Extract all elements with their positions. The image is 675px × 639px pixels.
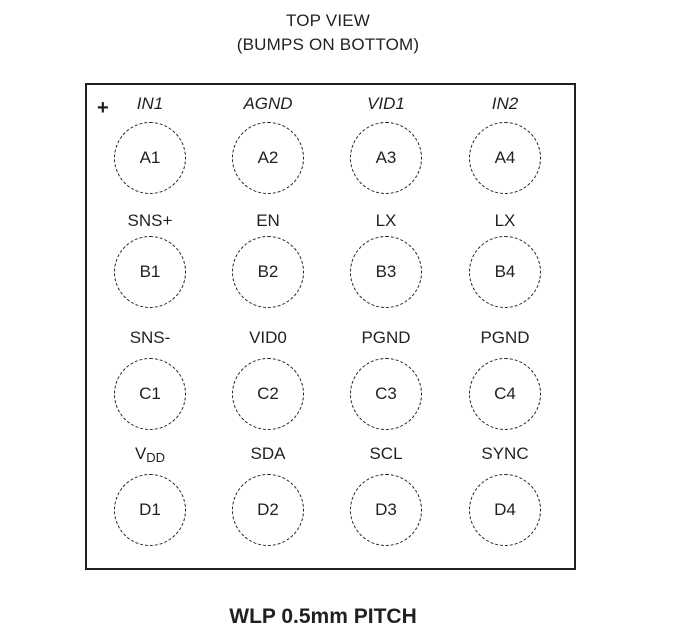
bump-id-label: C2 bbox=[257, 384, 279, 403]
bump-c2: C2 bbox=[232, 358, 304, 430]
pin-name-c2: VID0 bbox=[213, 328, 323, 348]
bump-b4: B4 bbox=[469, 236, 541, 308]
bump-id-label: B4 bbox=[494, 262, 516, 281]
bump-a1: A1 bbox=[114, 122, 186, 194]
pin-name-text: SNS- bbox=[129, 328, 171, 347]
pin-name-b3: LX bbox=[331, 211, 441, 231]
bump-d3: D3 bbox=[350, 474, 422, 546]
pin-name-subscript: DD bbox=[146, 450, 166, 465]
pin-name-d2: SDA bbox=[213, 444, 323, 464]
bump-id-label: D2 bbox=[257, 500, 279, 519]
pin-name-text: VID1 bbox=[367, 94, 405, 113]
bump-id-label: B1 bbox=[139, 262, 161, 281]
bump-b1: B1 bbox=[114, 236, 186, 308]
bump-id-label: C3 bbox=[375, 384, 397, 403]
bump-c4: C4 bbox=[469, 358, 541, 430]
bump-b3: B3 bbox=[350, 236, 422, 308]
pin-name-text: VID0 bbox=[249, 328, 287, 347]
pin-name-a4: IN2 bbox=[450, 94, 560, 114]
pin-name-text: PGND bbox=[480, 328, 530, 347]
pin-name-a3: VID1 bbox=[331, 94, 441, 114]
pin-name-b2: EN bbox=[213, 211, 323, 231]
bump-d1: D1 bbox=[114, 474, 186, 546]
pin-name-d1: VDD bbox=[95, 444, 205, 464]
pin-name-text: IN2 bbox=[491, 94, 519, 113]
bump-b2: B2 bbox=[232, 236, 304, 308]
pin-name-text: SDA bbox=[250, 444, 286, 463]
bump-a4: A4 bbox=[469, 122, 541, 194]
pin-name-c4: PGND bbox=[450, 328, 560, 348]
bump-id-label: B2 bbox=[257, 262, 279, 281]
pin-name-text: IN1 bbox=[136, 94, 164, 113]
bump-d2: D2 bbox=[232, 474, 304, 546]
pin-name-text: PGND bbox=[361, 328, 411, 347]
pin-name-d4: SYNC bbox=[450, 444, 560, 464]
pin-name-d3: SCL bbox=[331, 444, 441, 464]
pin-name-text: SYNC bbox=[481, 444, 529, 463]
bump-id-label: C1 bbox=[139, 384, 161, 403]
pin-name-text: AGND bbox=[243, 94, 293, 113]
package-outline bbox=[85, 83, 576, 570]
pin-name-text: LX bbox=[494, 211, 516, 230]
diagram-title: TOP VIEW bbox=[285, 11, 371, 30]
bump-id-label: D4 bbox=[494, 500, 516, 519]
bump-id-label: D3 bbox=[375, 500, 397, 519]
bump-a3: A3 bbox=[350, 122, 422, 194]
pin-name-b4: LX bbox=[450, 211, 560, 231]
bump-id-label: D1 bbox=[139, 500, 161, 519]
pin-name-text: EN bbox=[256, 211, 280, 230]
bump-id-label: A2 bbox=[257, 148, 279, 167]
bump-c3: C3 bbox=[350, 358, 422, 430]
pin-name-text: SCL bbox=[369, 444, 403, 463]
pin-name-c1: SNS- bbox=[95, 328, 205, 348]
bump-id-label: B3 bbox=[375, 262, 397, 281]
bump-id-label: A3 bbox=[375, 148, 397, 167]
bump-id-label: A4 bbox=[494, 148, 516, 167]
diagram-subtitle: (BUMPS ON BOTTOM) bbox=[236, 35, 420, 54]
bump-a2: A2 bbox=[232, 122, 304, 194]
pin-name-text: SNS+ bbox=[127, 211, 173, 230]
bump-c1: C1 bbox=[114, 358, 186, 430]
pin-name-a2: AGND bbox=[213, 94, 323, 114]
bump-d4: D4 bbox=[469, 474, 541, 546]
pin-name-text: LX bbox=[375, 211, 397, 230]
bump-id-label: C4 bbox=[494, 384, 516, 403]
pin-name-b1: SNS+ bbox=[95, 211, 205, 231]
pin-name-c3: PGND bbox=[331, 328, 441, 348]
package-caption: WLP 0.5mm PITCH bbox=[229, 605, 417, 628]
pin1-marker: + bbox=[97, 97, 109, 119]
bump-id-label: A1 bbox=[139, 148, 161, 167]
pin-name-text: V bbox=[134, 444, 147, 463]
pin-name-a1: IN1 bbox=[95, 94, 205, 114]
